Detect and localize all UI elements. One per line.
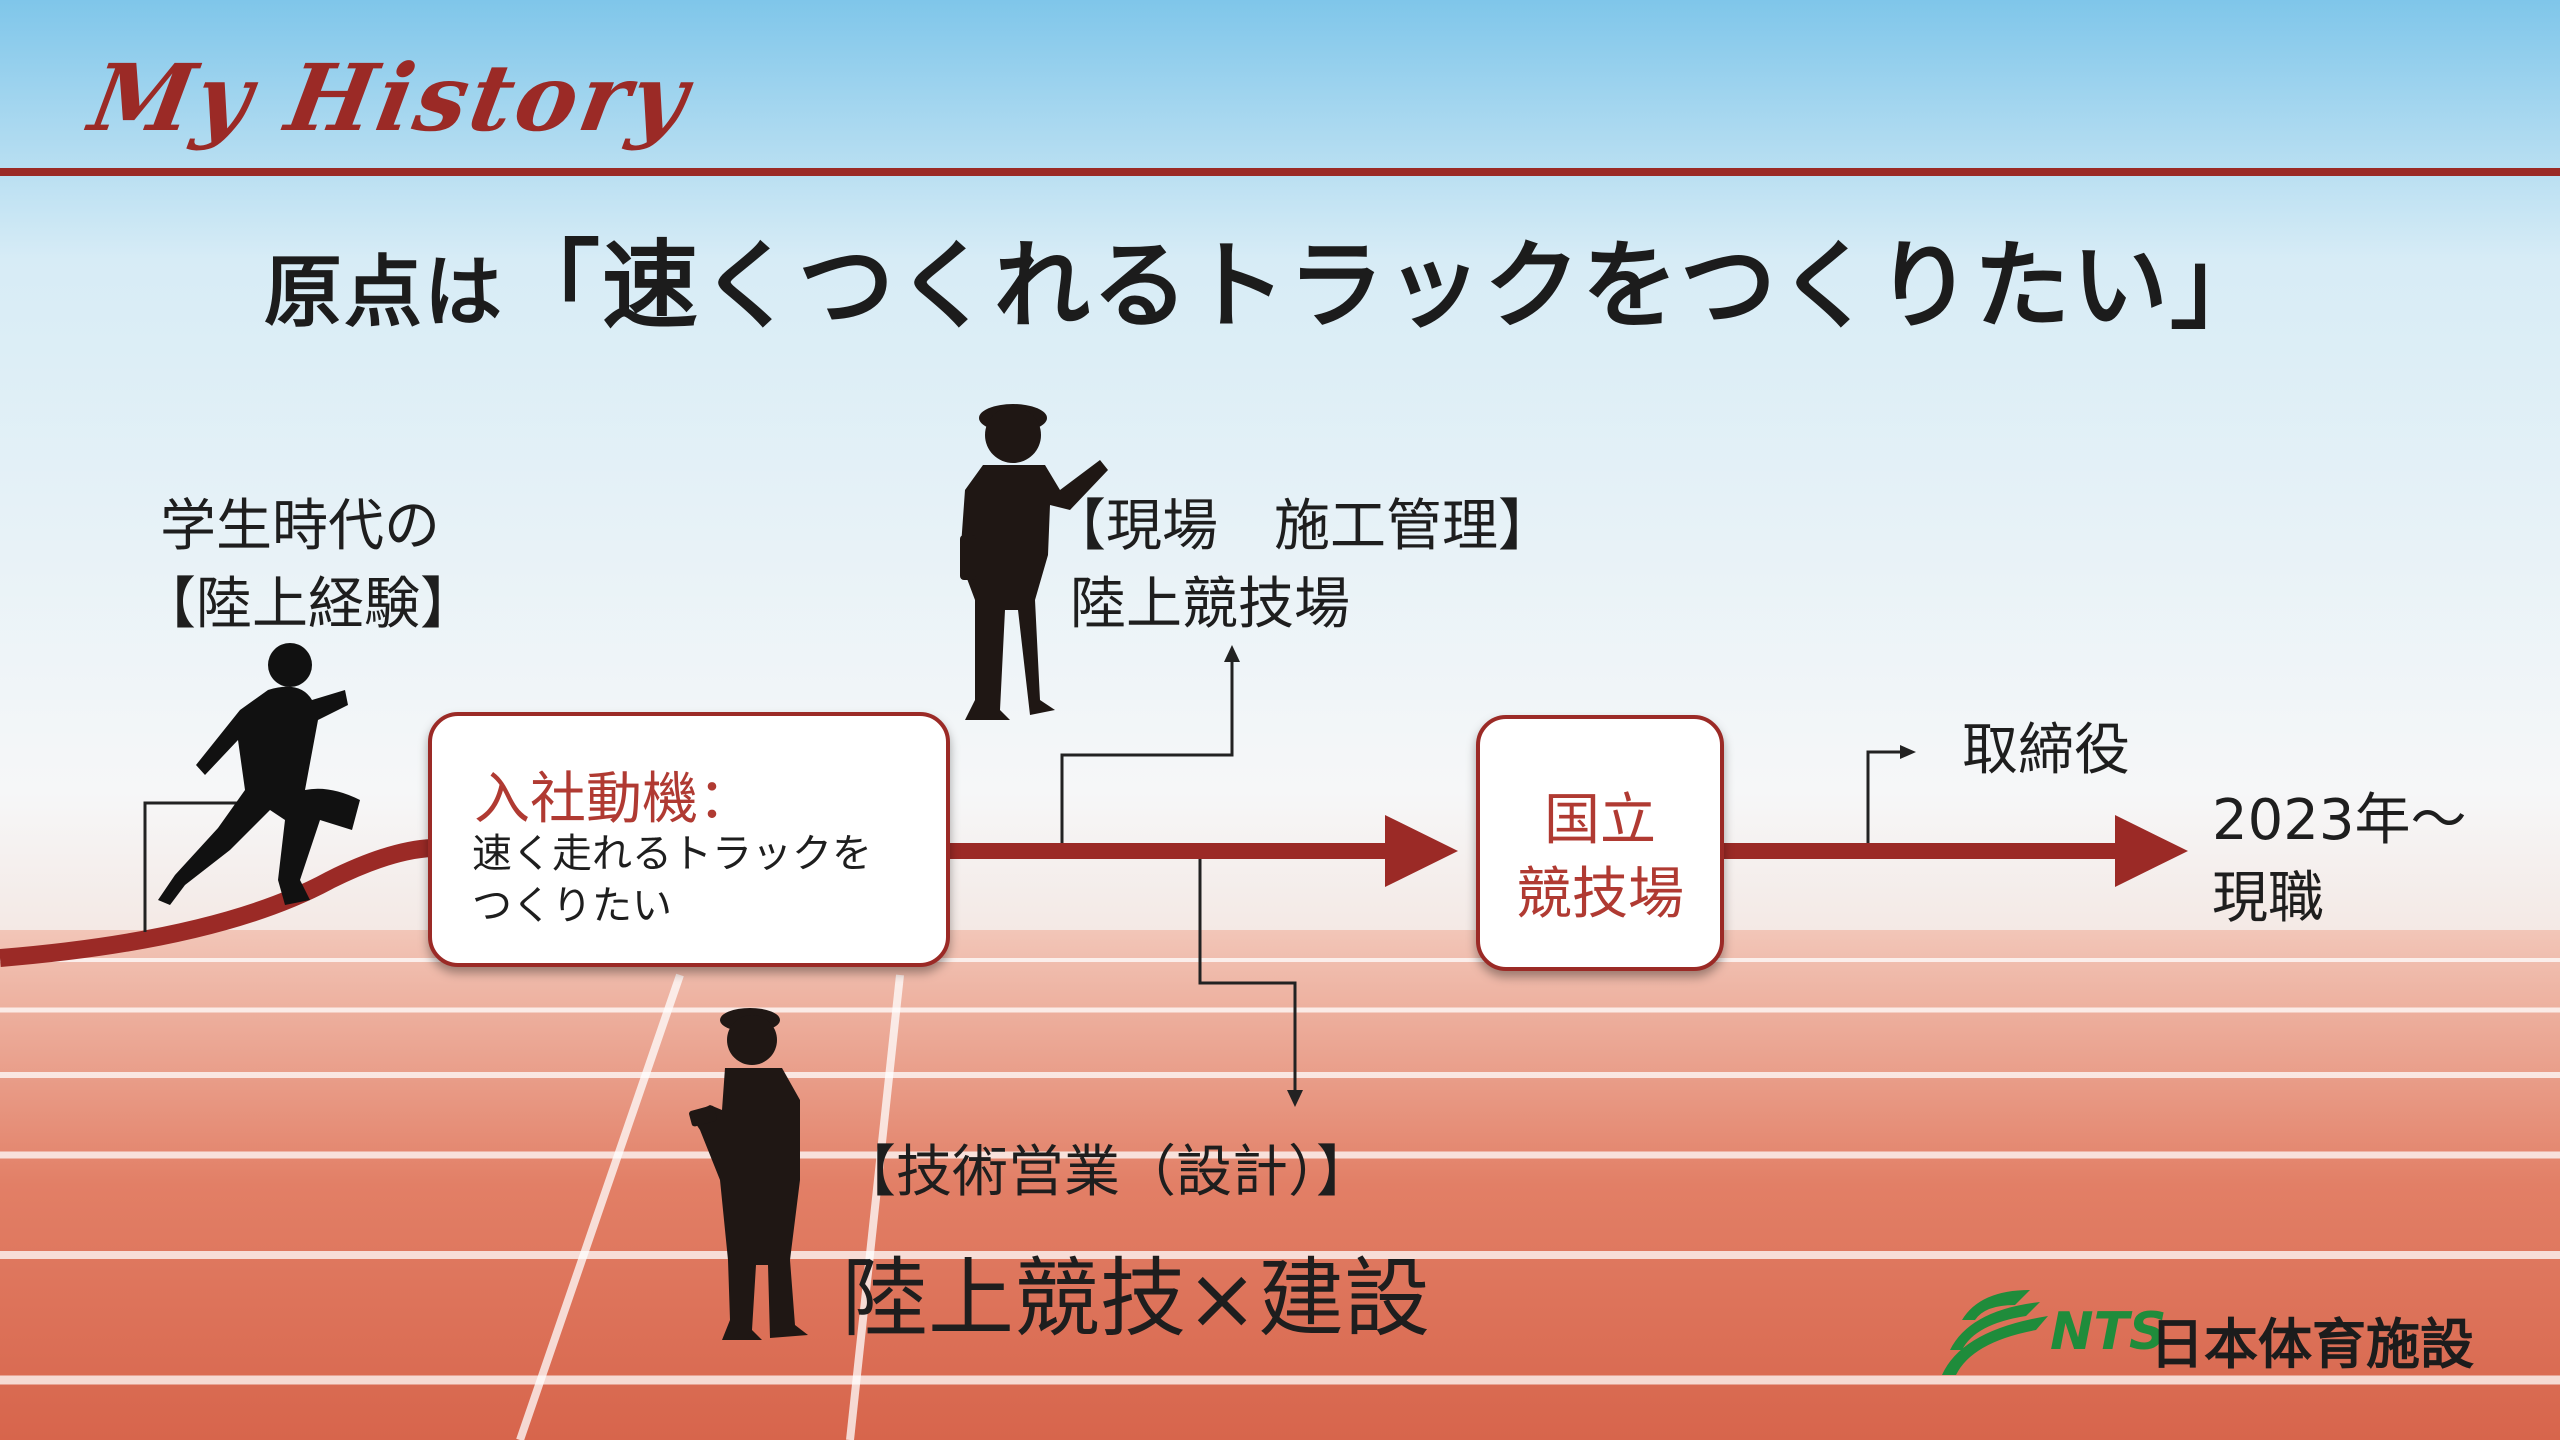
sales-connector xyxy=(1198,859,1297,1095)
sales-label: 【技術営業（設計）】 xyxy=(840,1134,1372,1212)
timeline-bar-2 xyxy=(1720,843,2130,859)
site-line1: 【現場 施工管理】 xyxy=(1050,494,1554,559)
student-line1: 学生時代の xyxy=(160,494,440,559)
timeline-start-curve xyxy=(0,839,433,967)
site-connector xyxy=(1060,655,1234,843)
worker-site-silhouette xyxy=(960,404,1108,720)
timeline-bar-1 xyxy=(940,843,1400,859)
timeline-arrow-1 xyxy=(1385,815,1458,887)
current-line1: 2023年～ xyxy=(2212,788,2467,853)
current-label: 2023年～ 現職 xyxy=(2212,782,2467,938)
motive-line1: 速く走れるトラックを xyxy=(472,831,872,877)
current-line2: 現職 xyxy=(2212,866,2324,931)
sales-line1: 【技術営業（設計）】 xyxy=(840,1140,1372,1205)
student-line2: 【陸上経験】 xyxy=(140,572,476,637)
director-label: 取締役 xyxy=(1962,718,2130,783)
director-connector xyxy=(1866,750,1905,843)
heading-prefix: 原点は xyxy=(264,248,505,338)
worker-sales-silhouette xyxy=(689,1008,808,1340)
student-label: 学生時代の 【陸上経験】 xyxy=(140,488,476,644)
national-stadium-box: 国立 競技場 xyxy=(1476,715,1724,971)
motive-box: 入社動機： 速く走れるトラックを つくりたい xyxy=(428,712,950,967)
motive-body: 速く走れるトラックを つくりたい xyxy=(472,828,872,932)
heading-quote: 「速くつくれるトラックをつくりたい」 xyxy=(504,230,2269,342)
main-heading: 原点は「速くつくれるトラックをつくりたい」 xyxy=(264,208,2268,347)
timeline-arrow-2 xyxy=(2115,815,2188,887)
motive-title: 入社動機： xyxy=(474,767,754,832)
student-connector xyxy=(143,801,250,932)
nts-logo-text: NTS xyxy=(2050,1302,2167,1362)
national-line2: 競技場 xyxy=(1516,862,1684,927)
site-connector-arrowhead xyxy=(1224,645,1240,662)
motive-line2: つくりたい xyxy=(472,883,672,929)
sales-line2: 陸上競技×建設 xyxy=(842,1249,1431,1349)
nts-logo-mark xyxy=(1942,1290,2048,1375)
company-name: 日本体育施設 xyxy=(2150,1313,2474,1376)
sales-connector-arrowhead xyxy=(1287,1090,1303,1107)
national-line1: 国立 xyxy=(1544,788,1656,853)
site-line2: 陸上競技場 xyxy=(1070,572,1350,637)
director-connector-arrowhead xyxy=(1900,745,1916,759)
site-label: 【現場 施工管理】 陸上競技場 xyxy=(1050,488,1554,644)
runner-silhouette xyxy=(158,643,360,905)
